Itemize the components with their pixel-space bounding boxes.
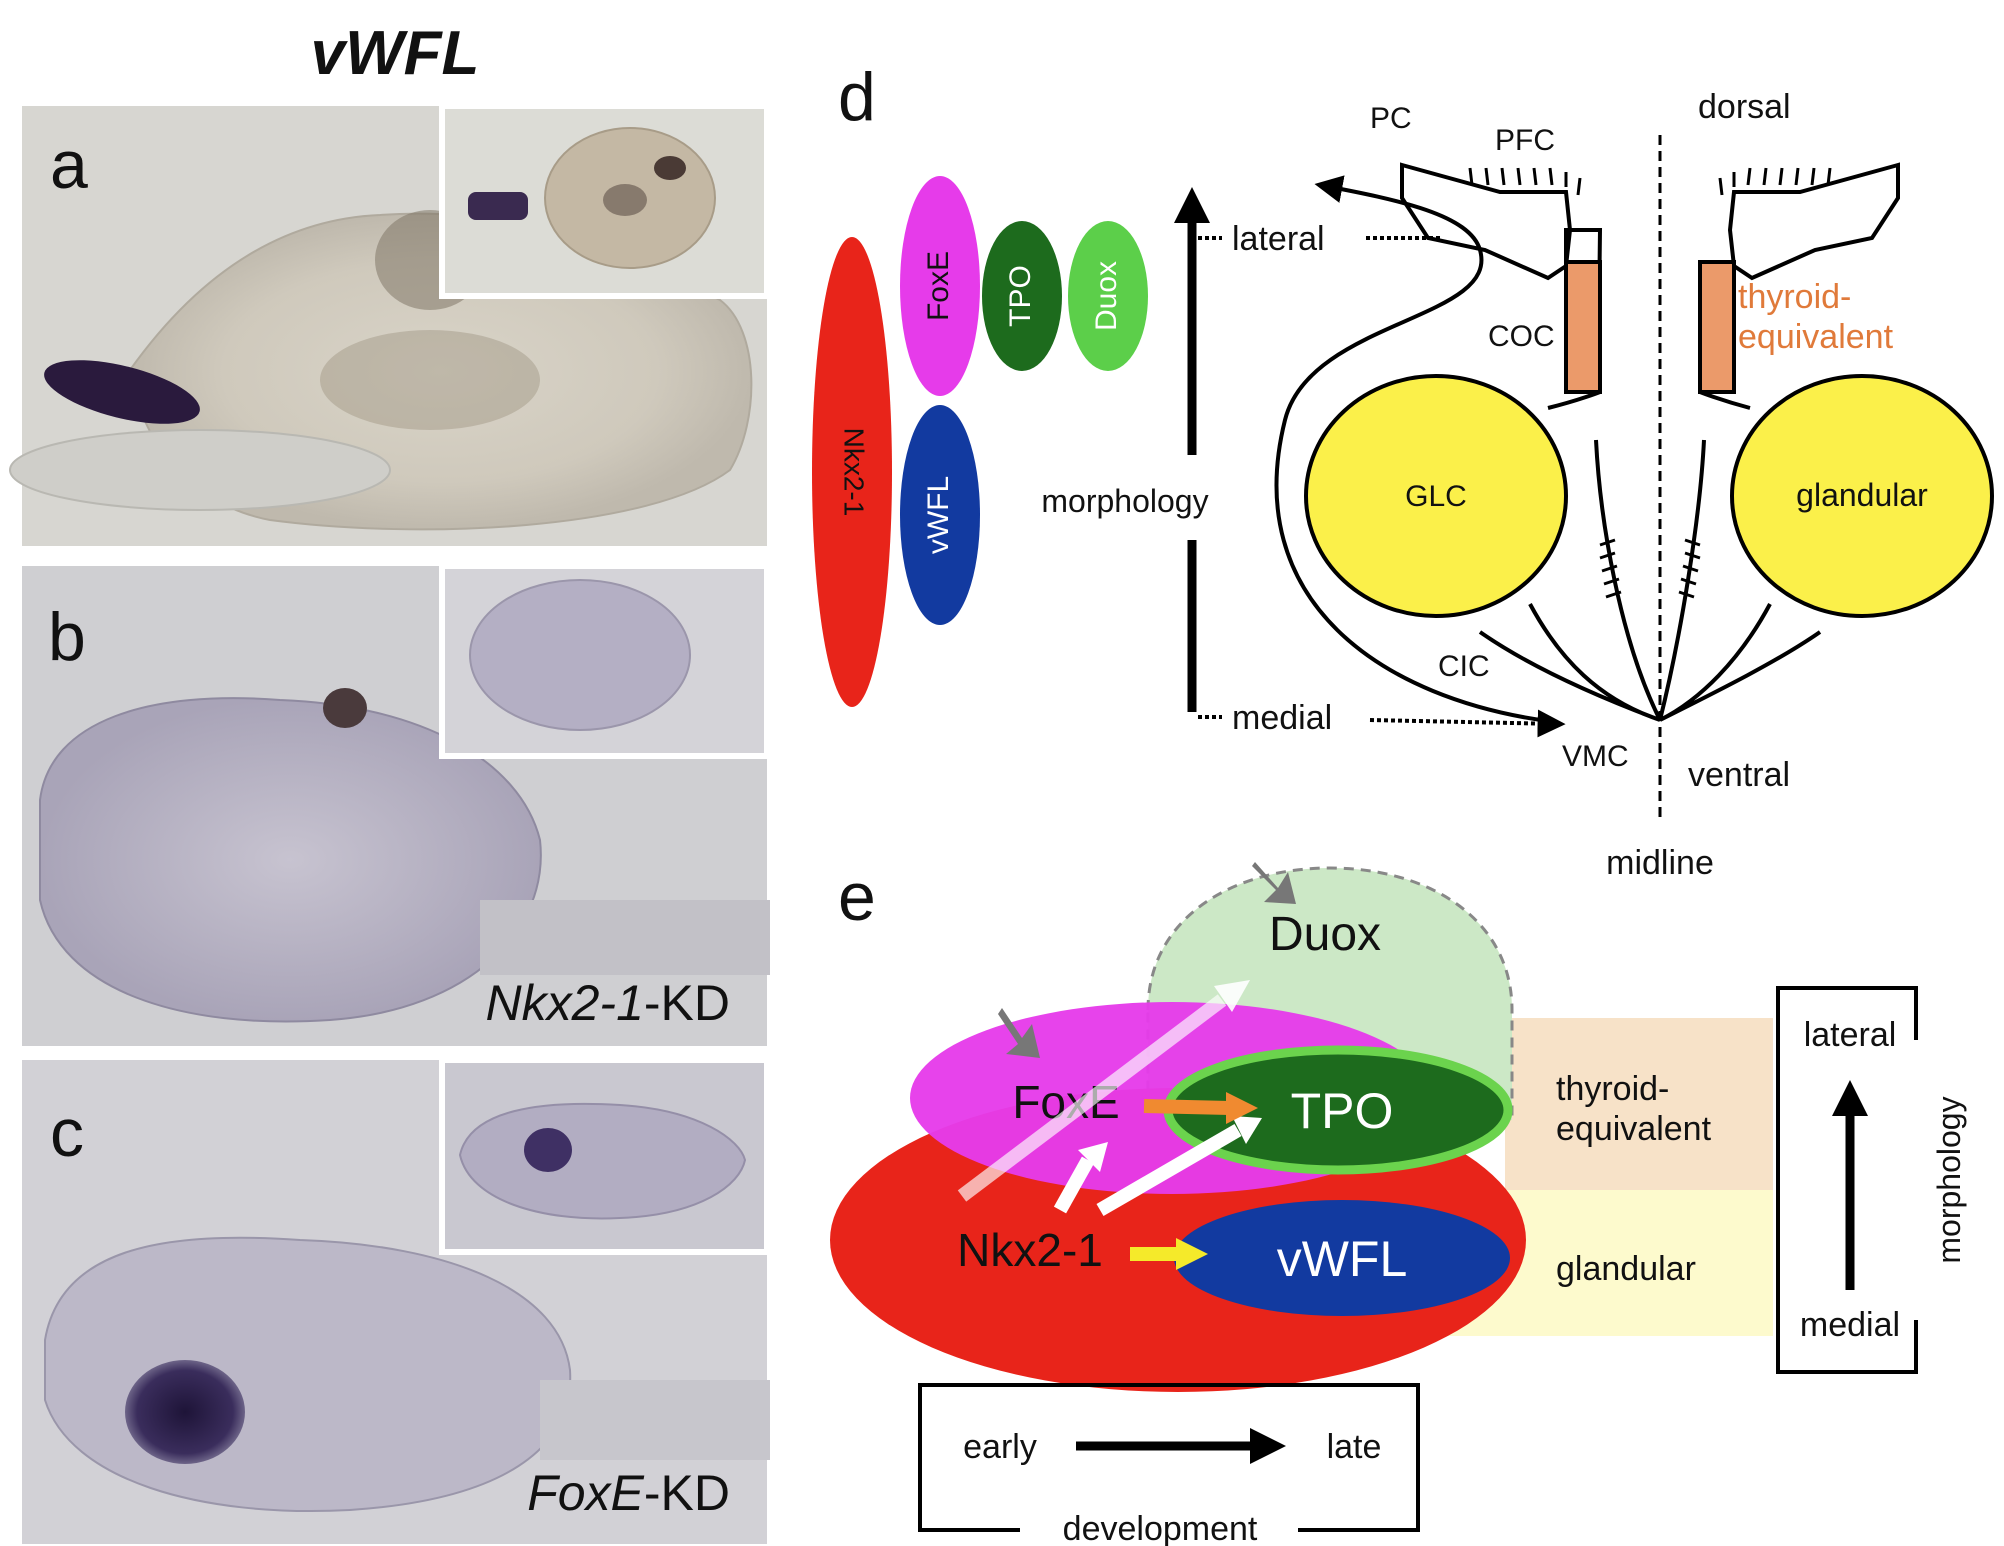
tpo-ellipse-d bbox=[982, 221, 1062, 371]
panel-b-tail bbox=[480, 900, 770, 975]
cilia-right-lower bbox=[1678, 538, 1701, 599]
thyroid-label-e-2: equivalent bbox=[1556, 1110, 1712, 1148]
panel-d: d Nkx2-1 FoxE TPO Duox vWFL morphology l… bbox=[812, 59, 1994, 882]
orange-arrow-foxe-tpo bbox=[1143, 1099, 1231, 1115]
development-box bbox=[918, 1383, 1420, 1532]
panel-b-dot bbox=[323, 688, 367, 728]
panel-b-letter: b bbox=[48, 599, 86, 675]
foxe-label-d: FoxE bbox=[922, 251, 955, 321]
duox-label-d: Duox bbox=[1090, 261, 1123, 331]
coc-right bbox=[1698, 260, 1736, 394]
dorsal-label: dorsal bbox=[1698, 88, 1791, 126]
vmc-label: VMC bbox=[1562, 740, 1629, 773]
morphology-box bbox=[1776, 986, 1918, 1374]
white-arrow-nkx-duox bbox=[957, 994, 1227, 1202]
inner-lines-right bbox=[1658, 390, 1822, 722]
panel-d-letter: d bbox=[838, 59, 876, 135]
white-arrow-nkx-foxe bbox=[1053, 1156, 1095, 1214]
white-arrowhead-nkx-duox bbox=[1214, 980, 1250, 1012]
white-arrowhead-nkx-tpo bbox=[1232, 1116, 1262, 1144]
glandular-label-e: glandular bbox=[1556, 1250, 1696, 1288]
ventral-label: ventral bbox=[1688, 756, 1790, 794]
gray-arrow-foxe bbox=[998, 1008, 1040, 1058]
panel-b-inset-embryo bbox=[469, 579, 691, 731]
curved-arrow bbox=[1274, 175, 1556, 724]
medial-label-d: medial bbox=[1232, 699, 1332, 737]
panel-a: a bbox=[9, 103, 770, 546]
panel-a-inset-dot bbox=[654, 156, 686, 180]
panel-a-letter: a bbox=[50, 127, 88, 203]
panel-a-endostyle-stain bbox=[44, 360, 200, 424]
lateral-label-e: lateral bbox=[1804, 1016, 1897, 1054]
nkx2-1-ellipse bbox=[812, 237, 892, 707]
glc-left bbox=[1304, 374, 1568, 618]
medial-dotted-arrow bbox=[1369, 709, 1566, 738]
tpo-label-d: TPO bbox=[1004, 265, 1037, 327]
panel-b: b Nkx2-1-KD bbox=[22, 563, 770, 1046]
panel-c-letter: c bbox=[50, 1095, 84, 1171]
inner-lines-left bbox=[1478, 390, 1662, 722]
cic-label: CIC bbox=[1438, 650, 1490, 683]
orange-arrowhead-foxe-tpo bbox=[1226, 1092, 1258, 1124]
vwfl-label-e: vWFL bbox=[1277, 1231, 1408, 1287]
duox-ellipse-d bbox=[1068, 221, 1148, 371]
thyroid-label-e-1: thyroid- bbox=[1556, 1070, 1669, 1108]
panel-b-label: Nkx2-1-KD bbox=[486, 975, 730, 1031]
pfc-cilia-right bbox=[1718, 167, 1832, 196]
early-label: early bbox=[963, 1428, 1037, 1466]
lateral-label-d: lateral bbox=[1232, 220, 1325, 258]
gray-arrow-duox bbox=[1252, 862, 1296, 904]
foxe-ellipse-d bbox=[900, 176, 980, 396]
glandular-label-d: glandular bbox=[1796, 477, 1928, 513]
thyroid-label-d-1: thyroid- bbox=[1738, 278, 1851, 316]
duox-label-e: Duox bbox=[1269, 908, 1381, 961]
panel-c-embryo bbox=[44, 1236, 572, 1513]
panel-c-tail bbox=[540, 1380, 770, 1460]
vwfl-ellipse-e bbox=[1174, 1200, 1510, 1316]
pc-tube-left bbox=[1400, 162, 1573, 281]
panel-b-embryo bbox=[39, 697, 542, 1023]
panel-a-tail bbox=[9, 429, 391, 511]
coc-left bbox=[1564, 260, 1602, 394]
thyroid-label-d-2: equivalent bbox=[1738, 318, 1894, 356]
panel-c-inset-embryo bbox=[458, 1102, 747, 1220]
panel-a-inset-dot2 bbox=[603, 184, 647, 216]
pfc-label: PFC bbox=[1495, 124, 1555, 157]
white-arrow-nkx-tpo bbox=[1096, 1123, 1242, 1217]
panel-c-inset-stain bbox=[524, 1128, 572, 1172]
cilia-left-lower bbox=[1599, 538, 1622, 599]
nkx2-1-label: Nkx2-1 bbox=[839, 428, 870, 517]
morphology-label-e: morphology bbox=[1931, 1096, 1967, 1263]
glandular-right bbox=[1730, 374, 1994, 618]
midline-label: midline bbox=[1606, 844, 1714, 882]
panel-e-letter: e bbox=[838, 859, 876, 935]
tpo-label-e: TPO bbox=[1291, 1083, 1394, 1139]
panel-c: c FoxE-KD bbox=[22, 1057, 770, 1544]
coc-label: COC bbox=[1488, 320, 1555, 353]
nkx2-1-label-e: Nkx2-1 bbox=[957, 1224, 1103, 1276]
pfc-cilia-left bbox=[1468, 167, 1582, 196]
thyroid-band bbox=[1505, 1018, 1773, 1190]
panel-c-label: FoxE-KD bbox=[527, 1465, 730, 1521]
pc-tube-right bbox=[1727, 162, 1900, 281]
white-arrowhead-nkx-foxe bbox=[1078, 1142, 1108, 1172]
panel-a-brown-region bbox=[320, 330, 540, 430]
left-column-title: vWFL bbox=[311, 19, 480, 88]
glc-label: GLC bbox=[1405, 480, 1467, 513]
development-label: development bbox=[1063, 1510, 1258, 1546]
pc-label: PC bbox=[1370, 102, 1412, 135]
yellow-arrowhead-nkx-vwfl bbox=[1176, 1238, 1208, 1270]
vwfl-label-d: vWFL bbox=[922, 476, 955, 554]
panel-e: e thyroid- equivalent glandular Duox TPO… bbox=[830, 859, 1967, 1546]
vwfl-ellipse-d bbox=[900, 405, 980, 625]
morphology-label-d: morphology bbox=[1041, 483, 1208, 519]
medial-label-e: medial bbox=[1800, 1306, 1900, 1344]
panel-c-endostyle-stain bbox=[125, 1360, 245, 1464]
panel-a-inset-stain bbox=[468, 192, 528, 220]
late-label: late bbox=[1327, 1428, 1382, 1466]
